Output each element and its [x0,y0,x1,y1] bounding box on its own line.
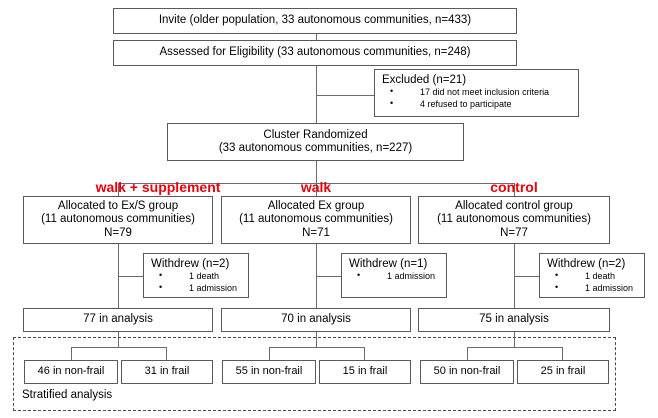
withdrew-item: 1 admission [151,282,242,295]
analysis-label: 77 in analysis [83,313,153,326]
connector-invite-assessed [316,34,317,40]
allocation-box-ex: Allocated Ex group (11 autonomous commun… [221,196,411,244]
withdrew-list: 1 death 1 admission [151,270,242,295]
connector-to-nonfrail-3 [467,347,468,360]
analysis-box-exs: 77 in analysis [23,308,213,332]
withdrew-box-control: Withdrew (n=2) 1 death 1 admission [539,253,645,298]
stratified-box-nonfrail-exs: 46 in non-frail [24,360,118,384]
excluded-list: 17 did not meet inclusion criteria 4 ref… [382,86,572,111]
allocation-line2: (11 autonomous communities) [41,213,195,226]
stratified-label: 25 in frail [540,365,586,378]
stratified-label: 31 in frail [144,365,190,378]
invite-label: Invite (older population, 33 autonomous … [158,14,472,27]
stratified-bus-1 [71,347,166,348]
connector-randomized-down [316,161,317,183]
stratified-box-nonfrail-control: 50 in non-frail [420,360,514,384]
stratified-box-nonfrail-ex: 55 in non-frail [222,360,316,384]
connector-to-frail-3 [562,347,563,360]
allocation-line2: (11 autonomous communities) [239,213,393,226]
group-label-ex: walk [300,179,332,195]
allocation-line1: Allocated to Ex/S group [57,199,179,212]
randomized-line2: (33 autonomous communities, n=227) [218,142,413,154]
withdrew-box-ex: Withdrew (n=1) 1 admission [341,253,447,298]
stratified-analysis-container [13,337,616,411]
connector-exs-to-withdrew [118,276,143,277]
allocation-box-exs: Allocated to Ex/S group (11 autonomous c… [23,196,213,244]
connector-analysis1-down [118,332,119,347]
excluded-item: 17 did not meet inclusion criteria [382,86,572,99]
allocation-line1: Allocated Ex group [267,199,365,212]
stratified-label: 50 in non-frail [433,365,501,378]
allocation-line2: (11 autonomous communities) [437,213,591,226]
group-label-control: control [490,179,538,195]
allocation-box-control: Allocated control group (11 autonomous c… [418,196,610,244]
assessed-label: Assessed for Eligibility (33 autonomous … [159,46,471,59]
analysis-label: 75 in analysis [479,313,549,326]
stratified-box-frail-exs: 31 in frail [121,360,213,384]
connector-to-frail-1 [166,347,167,360]
group-label-exs: walk + supplement [95,179,221,195]
analysis-box-control: 75 in analysis [418,308,610,332]
allocation-line3: N=77 [500,226,528,239]
allocation-line3: N=79 [104,226,132,239]
analysis-label: 70 in analysis [281,313,351,326]
withdrew-list: 1 death 1 admission [547,270,638,295]
connector-analysis3-down [514,332,515,347]
withdrew-heading: Withdrew (n=2) [151,258,230,270]
withdrew-heading: Withdrew (n=2) [547,258,626,270]
stratified-box-frail-ex: 15 in frail [319,360,411,384]
excluded-box: Excluded (n=21) 17 did not meet inclusio… [374,69,579,117]
connector-to-nonfrail-2 [269,347,270,360]
stratified-bus-3 [467,347,562,348]
connector-bus-to-exs [118,183,119,204]
withdrew-item: 1 death [547,270,638,283]
withdrew-item: 1 admission [349,270,440,283]
stratified-label: 15 in frail [342,365,388,378]
cluster-randomized-box: Cluster Randomized (33 autonomous commun… [167,123,464,161]
stratified-label: 46 in non-frail [37,365,105,378]
withdrew-list: 1 admission [349,270,440,283]
connector-ex-to-withdrew [316,276,341,277]
connector-bus-to-ex [316,183,317,204]
withdrew-item: 1 death [151,270,242,283]
connector-to-frail-2 [364,347,365,360]
connector-assessed-randomized [316,66,317,123]
stratified-bus-2 [269,347,364,348]
connector-bus-to-control [514,183,515,204]
connector-control-to-withdrew [514,276,539,277]
withdrew-box-exs: Withdrew (n=2) 1 death 1 admission [143,253,249,298]
connector-to-excluded [316,95,374,96]
stratified-box-frail-control: 25 in frail [517,360,609,384]
stratified-label: 55 in non-frail [235,365,303,378]
connector-to-nonfrail-1 [71,347,72,360]
allocation-line3: N=71 [302,226,330,239]
excluded-heading: Excluded (n=21) [382,74,467,86]
excluded-item: 4 refused to participate [382,98,572,111]
withdrew-item: 1 admission [547,282,638,295]
randomized-line1: Cluster Randomized [263,128,368,141]
analysis-box-ex: 70 in analysis [221,308,411,332]
connector-analysis2-down [316,332,317,347]
invite-box: Invite (older population, 33 autonomous … [113,8,517,34]
assessed-box: Assessed for Eligibility (33 autonomous … [113,40,517,66]
withdrew-heading: Withdrew (n=1) [349,258,428,270]
allocation-line1: Allocated control group [455,199,573,212]
stratified-analysis-caption: Stratified analysis [22,389,113,401]
